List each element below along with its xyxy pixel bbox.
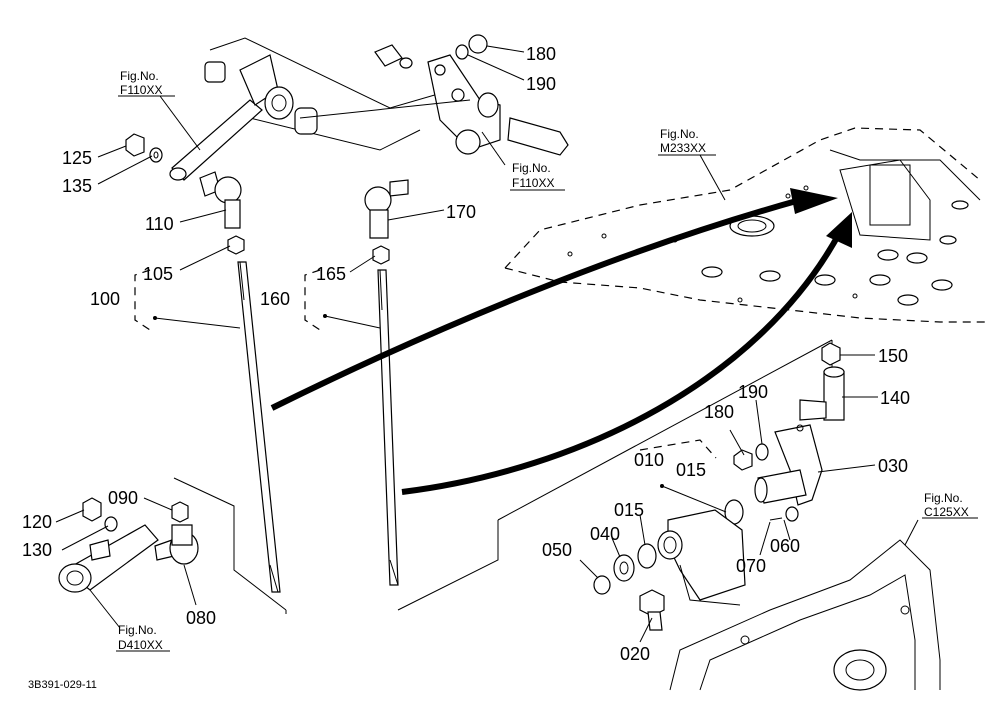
transmission-housing xyxy=(504,127,985,323)
washer-190-lower xyxy=(755,443,769,461)
callout-125: 125 xyxy=(62,148,92,168)
nut-090 xyxy=(171,501,189,523)
callout-160: 160 xyxy=(260,289,290,309)
callouts: 180 190 125 135 110 170 105 165 100 160 … xyxy=(22,44,910,664)
nut-060 xyxy=(785,506,799,522)
nut-180-lower xyxy=(733,449,753,471)
ref5-code: D410XX xyxy=(118,638,163,652)
ref5-label: Fig.No. xyxy=(118,623,157,637)
ref3-code: M233XX xyxy=(660,141,706,155)
upper-left-lever xyxy=(169,54,318,181)
callout-130: 130 xyxy=(22,540,52,560)
ref1-label: Fig.No. xyxy=(120,69,159,83)
ref1-code: F110XX xyxy=(120,83,162,97)
ball-joint-080 xyxy=(154,524,199,565)
elbow-140 xyxy=(799,366,845,421)
arrow-to-m233-lower xyxy=(401,212,852,495)
ref2-code: F110XX xyxy=(512,176,554,190)
bracket-010 xyxy=(639,439,717,459)
upper-linkage-frame xyxy=(209,37,446,151)
gear-case-c125 xyxy=(669,539,941,691)
callout-090: 090 xyxy=(108,488,138,508)
nut-125 xyxy=(125,133,145,157)
callout-110: 110 xyxy=(145,214,174,234)
callout-100: 100 xyxy=(90,289,120,309)
callout-070: 070 xyxy=(736,556,766,576)
washer-135 xyxy=(149,147,163,163)
callout-190: 190 xyxy=(526,74,556,94)
ref2-label: Fig.No. xyxy=(512,161,551,175)
callout-180: 180 xyxy=(526,44,556,64)
callout-010: 010 xyxy=(634,450,664,470)
pin-070 xyxy=(769,517,783,521)
leader-lines xyxy=(55,45,878,643)
snap-ring-050 xyxy=(593,575,611,595)
diagram-id: 3B391-029-11 xyxy=(28,679,97,691)
lever-d410 xyxy=(58,524,159,593)
callout-020: 020 xyxy=(620,644,650,664)
arrow-to-m233-upper xyxy=(270,188,838,411)
callout-030: 030 xyxy=(878,456,908,476)
figure-references: Fig.No. F110XX Fig.No. F110XX Fig.No. M2… xyxy=(118,69,969,652)
callout-050: 050 xyxy=(542,540,572,560)
washer-130 xyxy=(104,516,118,532)
callout-040: 040 xyxy=(590,524,620,544)
lower-left-frame xyxy=(173,477,287,614)
nut-150 xyxy=(821,342,841,366)
ball-joint-110 xyxy=(199,171,242,229)
rod-100 xyxy=(237,261,281,593)
ref-leaders xyxy=(89,95,978,652)
callout-150: 150 xyxy=(878,346,908,366)
bracket-160 xyxy=(304,269,381,331)
bolt-020 xyxy=(639,589,665,631)
ref4-code: C125XX xyxy=(924,505,969,519)
callout-120: 120 xyxy=(22,512,52,532)
callout-180-lower: 180 xyxy=(704,402,734,422)
callout-015-upper: 015 xyxy=(676,460,706,480)
bushing-015-lower xyxy=(637,543,657,569)
callout-140: 140 xyxy=(880,388,910,408)
rod-160 xyxy=(377,269,399,586)
callout-135: 135 xyxy=(62,176,92,196)
nut-120 xyxy=(82,497,102,522)
lever-030 xyxy=(754,424,823,506)
upper-right-bracket xyxy=(299,34,569,156)
ref4-label: Fig.No. xyxy=(924,491,963,505)
callout-190-lower: 190 xyxy=(738,382,768,402)
callout-105: 105 xyxy=(143,264,173,284)
callout-080: 080 xyxy=(186,608,216,628)
nut-165 xyxy=(372,245,390,265)
callout-015-lower: 015 xyxy=(614,500,644,520)
callout-165: 165 xyxy=(316,264,346,284)
callout-060: 060 xyxy=(770,536,800,556)
housing-010 xyxy=(657,509,746,606)
bracket-100 xyxy=(134,269,241,331)
ref3-label: Fig.No. xyxy=(660,127,699,141)
nut-105 xyxy=(227,235,245,255)
ball-joint-170 xyxy=(364,179,409,239)
washer-040 xyxy=(613,554,635,582)
callout-170: 170 xyxy=(446,202,476,222)
